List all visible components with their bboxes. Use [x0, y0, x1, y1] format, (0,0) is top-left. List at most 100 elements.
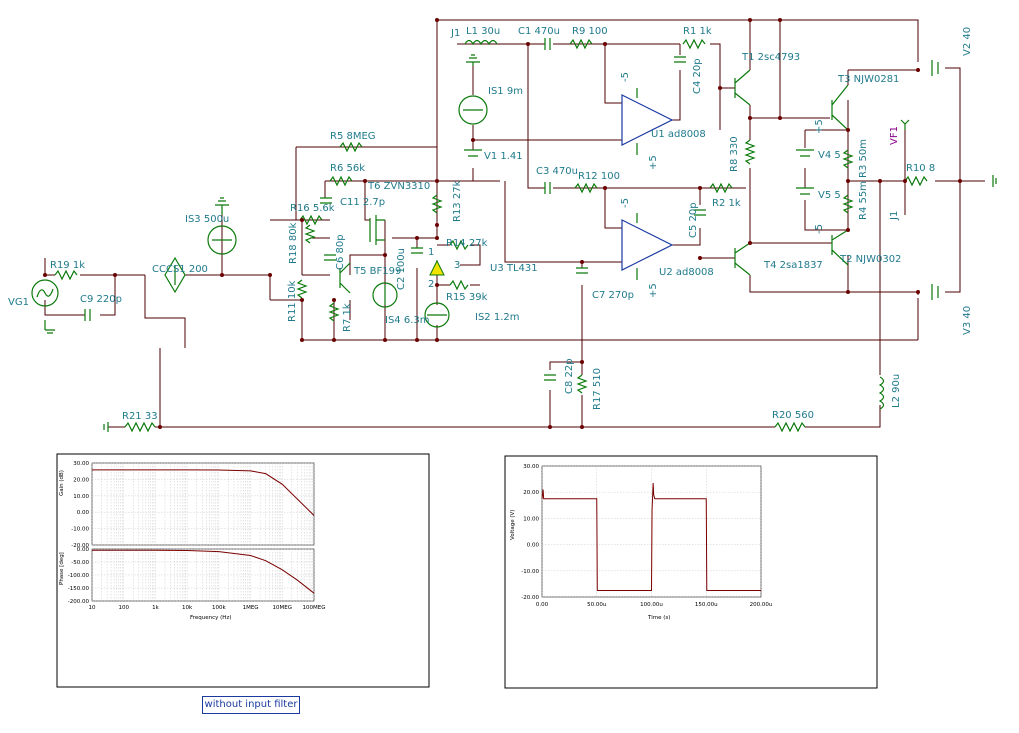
resistor-R16	[299, 214, 323, 226]
time-tick-label: 0.00	[536, 602, 549, 608]
resistor-R13	[431, 194, 443, 214]
circuit-components	[31, 38, 997, 433]
capacitor-C11	[320, 197, 332, 204]
label-supply-p5-u1: +5	[648, 155, 659, 170]
label-V5: V5 5	[818, 190, 841, 201]
label-R7: R7 1k	[342, 303, 353, 332]
current-source-IS1	[458, 95, 488, 125]
label-R12: R12 100	[578, 171, 620, 182]
label-V1: V1 1.41	[484, 151, 523, 162]
inductor-L1	[464, 39, 498, 46]
label-U3: U3 TL431	[490, 263, 538, 274]
voltage-tick-label: 10.00	[523, 516, 539, 522]
signal-generator-VG1	[31, 279, 59, 307]
battery-V2	[931, 60, 939, 76]
frequency-tick-label: 1MEG	[243, 605, 259, 611]
phase-trace	[92, 549, 315, 594]
label-R8: R8 330	[729, 136, 740, 172]
frequency-tick-label: 100	[118, 605, 129, 611]
transistor-T4	[734, 242, 751, 276]
resistor-R9	[569, 38, 593, 50]
resistor-R12	[574, 182, 598, 194]
time-xlabel: Time (s)	[647, 615, 670, 621]
label-T6: T6 ZVN3310	[367, 181, 430, 192]
label-R4: R4 55m	[858, 181, 869, 220]
label-J1-right: J1	[889, 211, 900, 221]
label-VF1: VF1	[889, 126, 900, 145]
capacitor-C4	[674, 56, 686, 63]
caption-without-input-filter: without input filter	[202, 696, 300, 714]
label-T3: T3 NJW0281	[837, 74, 899, 85]
gain-tick-label: 30.00	[73, 461, 89, 467]
label-V2: V2 40	[962, 27, 973, 56]
bode-plot: Gain (dB) Phase [deg] Frequency (Hz) 30.…	[59, 461, 325, 621]
label-pin3: 3	[454, 260, 460, 271]
label-R11: R11 10k	[287, 280, 298, 322]
gain-tick-label: -20.00	[71, 543, 89, 549]
transistor-T3	[831, 84, 849, 131]
capacitor-C3	[544, 182, 551, 194]
capacitor-C7	[576, 267, 588, 274]
label-L2: L2 90u	[891, 374, 902, 408]
gain-tick-label: 10.00	[73, 494, 89, 500]
label-V3: V3 40	[962, 306, 973, 335]
label-L1: L1 30u	[466, 26, 500, 37]
frequency-tick-label: 10	[89, 605, 96, 611]
cccs-CCCS1	[164, 256, 186, 294]
label-R16: R16 5.6k	[290, 203, 335, 214]
resistor-R14	[449, 239, 469, 251]
label-J1-top: J1	[450, 28, 460, 39]
frequency-tick-label: 10k	[182, 605, 193, 611]
transistor-T5	[339, 262, 351, 294]
time-tick-label: 200.00u	[750, 602, 773, 608]
label-R14: R14 27k	[446, 238, 488, 249]
opamp-U2	[621, 219, 674, 271]
battery-V3	[931, 284, 939, 300]
battery-V5	[796, 187, 814, 195]
label-C5: C5 20p	[688, 202, 699, 238]
gain-tick-label: 20.00	[73, 477, 89, 483]
capacitor-C8	[544, 374, 556, 381]
resistor-R21	[124, 421, 156, 433]
voltage-tick-label: 20.00	[523, 490, 539, 496]
voltage-ylabel: Voltage (V)	[510, 510, 516, 540]
bode-plot-frame	[56, 453, 430, 688]
opamp-U1	[621, 94, 674, 146]
resistor-R2	[709, 182, 733, 194]
label-R20: R20 560	[772, 410, 814, 421]
transistor-T1	[734, 69, 751, 106]
label-C6: C6 80p	[335, 234, 346, 270]
phase-tick-label: -50.00	[71, 560, 89, 566]
label-R13: R13 27k	[452, 180, 463, 222]
time-tick-label: 50.00u	[587, 602, 606, 608]
resistor-R8	[744, 139, 756, 165]
label-IS2: IS2 1.2m	[475, 312, 519, 323]
label-T5: T5 BF199	[353, 266, 401, 277]
capacitor-C6	[324, 254, 336, 261]
label-VG1: VG1	[8, 297, 29, 308]
resistor-R5	[339, 141, 363, 153]
battery-V1	[464, 149, 482, 157]
junction-dots	[43, 18, 962, 429]
time-tick-label: 150.00u	[695, 602, 718, 608]
label-C3: C3 470u	[536, 166, 578, 177]
label-supply-p5-u2: +5	[648, 283, 659, 298]
label-supply-m5-t2: -5	[814, 224, 825, 234]
frequency-tick-label: 1k	[152, 605, 159, 611]
gain-tick-label: 0.00	[77, 510, 90, 516]
phase-tick-label: -200.00	[68, 599, 90, 605]
frequency-tick-label: 100MEG	[303, 605, 326, 611]
label-R5: R5 8MEG	[330, 131, 376, 142]
current-source-IS2	[424, 302, 450, 328]
capacitor-C9	[84, 309, 91, 321]
resistor-R6	[329, 175, 353, 187]
resistor-R11	[296, 279, 308, 299]
resistor-R15	[449, 279, 469, 291]
circuit-wires	[44, 19, 985, 428]
label-T1: T1 2sc4793	[741, 52, 800, 63]
transistor-T2	[831, 229, 849, 266]
capacitor-C2	[411, 247, 423, 254]
gain-ylabel: Gain (dB)	[59, 470, 65, 496]
label-R17: R17 510	[592, 368, 603, 410]
resistor-R1	[682, 38, 706, 50]
